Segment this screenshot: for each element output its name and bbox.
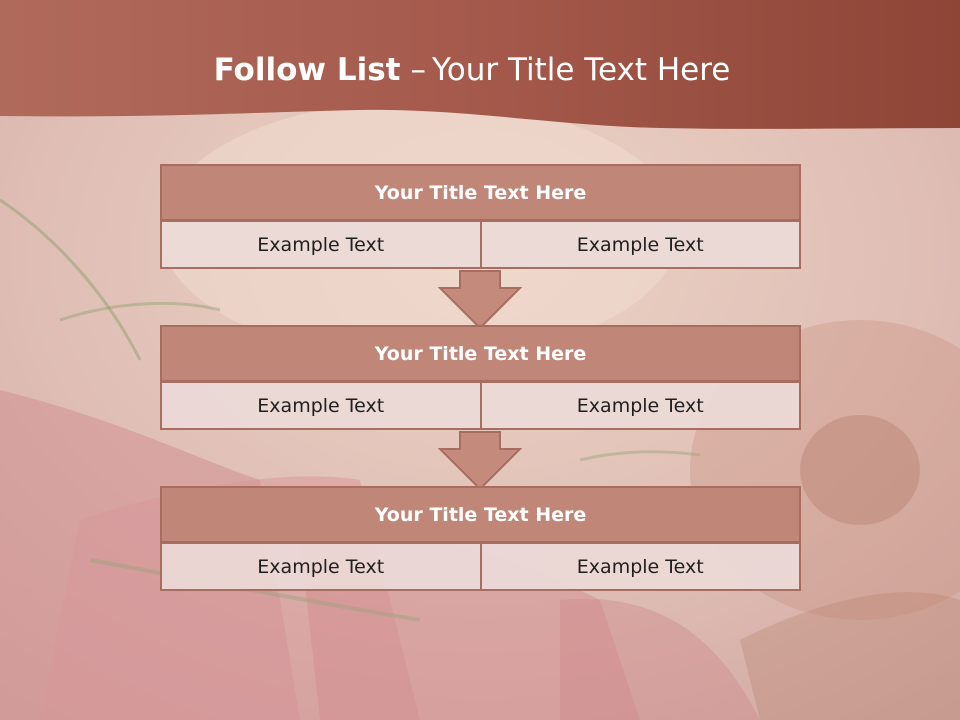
step-3-right-cell: Example Text: [479, 542, 801, 591]
step-title-3: Your Title Text Here: [160, 486, 801, 543]
slide-title-bold: Follow List: [213, 52, 401, 88]
step-2-right-cell: Example Text: [479, 381, 801, 430]
slide-title-dash: –: [410, 52, 426, 88]
step-1-right-cell: Example Text: [479, 220, 801, 269]
down-arrow-icon: [438, 431, 522, 491]
step-block-2: Your Title Text Here Example Text Exampl…: [160, 325, 801, 430]
step-title-1: Your Title Text Here: [160, 164, 801, 221]
step-block-1: Your Title Text Here Example Text Exampl…: [160, 164, 801, 269]
slide-title: Follow List–Your Title Text Here: [0, 52, 944, 88]
slide-title-rest: Your Title Text Here: [431, 52, 731, 88]
step-block-3: Your Title Text Here Example Text Exampl…: [160, 486, 801, 591]
step-1-left-cell: Example Text: [160, 220, 482, 269]
step-3-left-cell: Example Text: [160, 542, 482, 591]
step-row-2: Example Text Example Text: [160, 381, 801, 430]
step-title-2: Your Title Text Here: [160, 325, 801, 382]
step-row-1: Example Text Example Text: [160, 220, 801, 269]
down-arrow-icon: [438, 270, 522, 330]
step-2-left-cell: Example Text: [160, 381, 482, 430]
step-row-3: Example Text Example Text: [160, 542, 801, 591]
